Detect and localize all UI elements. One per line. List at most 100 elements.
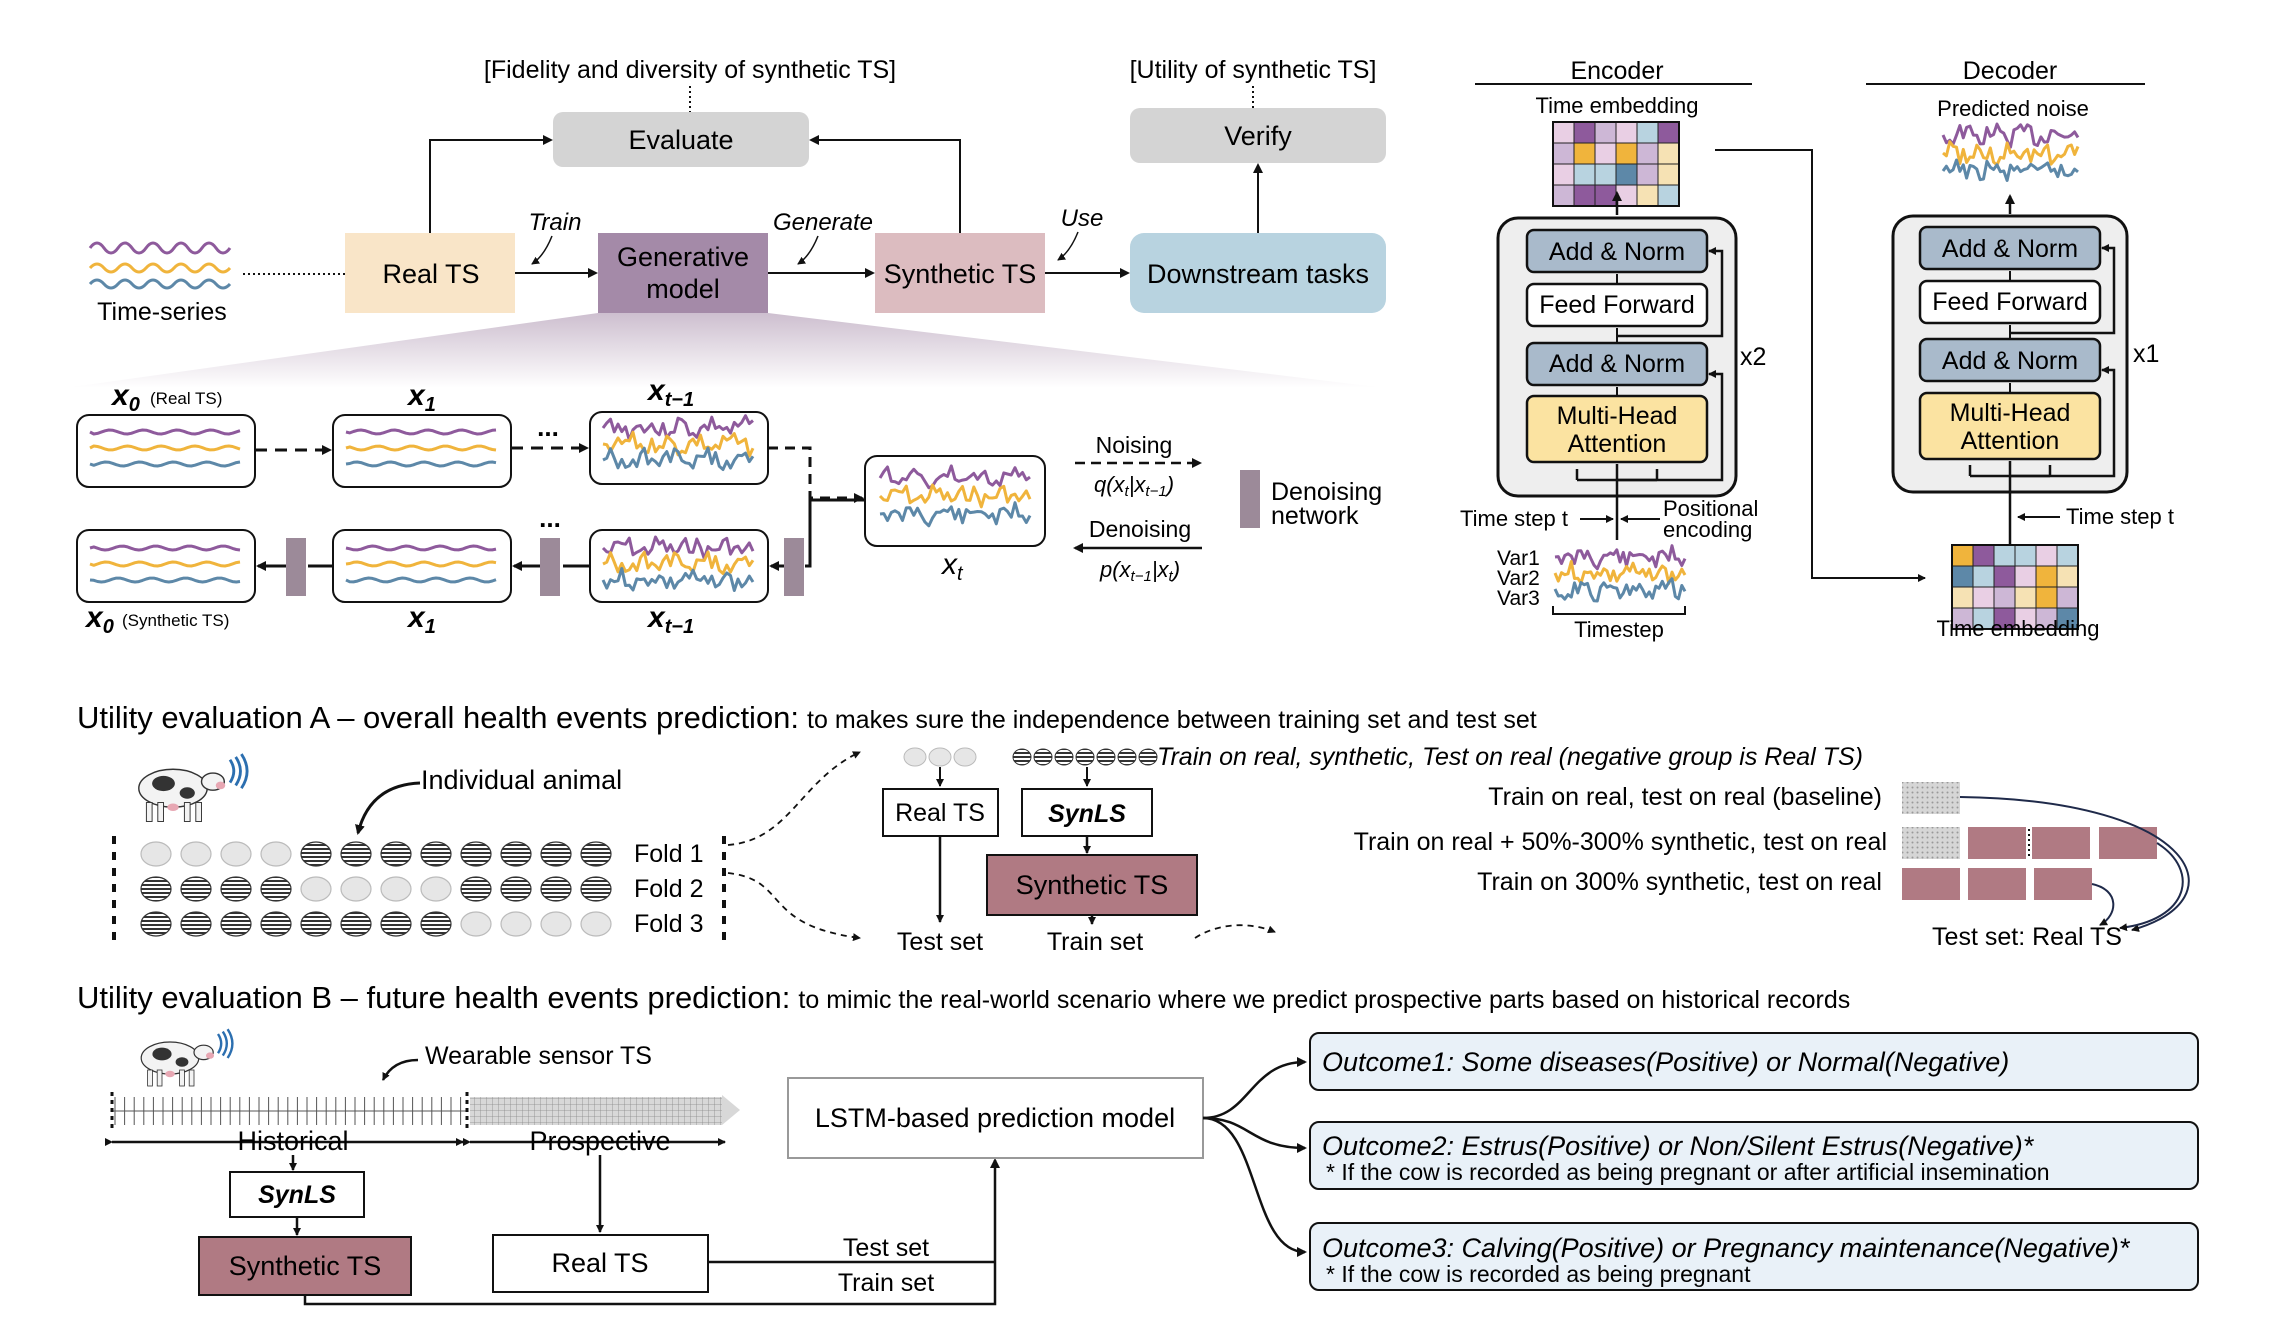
lstm-label: LSTM-based prediction model [815,1103,1175,1133]
a-row1-real [1902,782,1960,814]
b-synthetic-label: Synthetic TS [229,1251,382,1281]
outcome3-note: * If the cow is recorded as being pregna… [1326,1261,1751,1287]
a-row2: Train on real + 50%-300% synthetic, test… [1354,828,1887,856]
utility-label: [Utility of synthetic TS] [1130,56,1377,84]
embedding-cell [1657,142,1680,165]
fold-sample [260,876,292,902]
x0-real-sub: (Real TS) [150,389,222,408]
signal-wave [240,753,249,790]
eval-a-heading: Utility evaluation A – overall health ev… [77,700,1537,735]
wave-blue [879,501,1032,528]
cow-leg [179,1069,185,1087]
wave-orange [89,560,241,568]
fold-sample [340,841,372,867]
x1-bottom-label: x1 [406,601,436,638]
signal-wave [234,756,242,787]
embedding-cell [1552,163,1575,186]
fold1-label: Fold 1 [634,840,703,868]
enc-positional-1: Positional [1663,496,1758,521]
denoise-net-1 [784,538,804,596]
embedding-cell [2056,565,2079,588]
a-synthetic-label: Synthetic TS [1016,870,1169,900]
sample-dot [1033,748,1053,766]
wave-orange [345,560,497,568]
b-train-set: Train set [838,1269,934,1297]
dec-add-norm-top-label: Add & Norm [1942,235,2078,263]
a-test-real: Test set: Real TS [1932,923,2122,951]
embedding-cell [1573,142,1596,165]
downstream-label: Downstream tasks [1147,259,1369,289]
cow-spot [152,1047,172,1061]
a-train-set: Train set [1047,928,1143,956]
wave-purple [89,428,241,436]
fold-sample [300,841,332,867]
enc-repeat: x2 [1740,343,1766,371]
b-historical: Historical [237,1126,348,1156]
enc-feed-forward-label: Feed Forward [1539,291,1695,319]
fold-sample [580,911,612,937]
embedding-cell [1594,163,1617,186]
embedding-cell [1594,184,1617,207]
synthetic-ts-box [875,233,1045,313]
wave-purple [345,544,497,552]
enc-timestep: Timestep [1574,617,1664,642]
cow-leg [183,802,191,822]
cow-spot [179,787,195,799]
cow-nose [215,781,226,790]
outcome3-label: Outcome3: Calving(Positive) or Pregnancy… [1322,1233,2131,1263]
embedding-cell [1594,142,1617,165]
eval-b-heading: Utility evaluation B – future health eve… [77,980,1850,1015]
embedding-cell [1594,121,1617,144]
wave-purple [601,535,755,561]
cow-spot [152,775,175,792]
cow-udder [165,1070,175,1078]
embedding-cell [1615,142,1638,165]
fold-sample [220,911,252,937]
signal-wave [216,1033,223,1054]
embedding-cell [2014,565,2037,588]
downstream-box [1130,233,1386,313]
enc-time-embedding-label: Time embedding [1535,93,1698,118]
denoising-network-legend [1240,470,1260,528]
embedding-cell [2035,544,2058,567]
noising-formula: q(xt|xt−1) [1094,472,1174,500]
outcome2-box [1309,1121,2199,1190]
signal-wave [226,1028,234,1059]
fold-sample [380,841,412,867]
generative-model-box [598,233,768,313]
a-row2-real [1902,827,1960,859]
signal-wave [228,758,236,784]
fold-sample [540,876,572,902]
cow-leg [145,802,153,822]
embedding-cell [1657,184,1680,207]
embedding-cell [1552,121,1575,144]
fold-sample [500,876,532,902]
diffusion-waves [89,414,1032,592]
fold-sample [420,841,452,867]
fidelity-label: [Fidelity and diversity of synthetic TS] [484,56,896,84]
a-row1: Train on real, test on real (baseline) [1488,783,1882,811]
embedding-cell [1636,163,1659,186]
wave-blue [89,460,241,468]
cow-body [140,1041,200,1075]
fold-sample [180,876,212,902]
real-ts-label: Real TS [382,259,479,289]
fold-sample [460,911,492,937]
fold-sample [500,911,532,937]
outcome2-note: * If the cow is recorded as being pregna… [1326,1159,2050,1185]
embedding-border [1951,544,2079,630]
predicted-noise-waves [1941,122,2080,182]
outcome1-label: Outcome1: Some diseases(Positive) or Nor… [1322,1047,2009,1077]
denoising-label: Denoising [1089,516,1191,542]
denoising-network-2: network [1271,502,1359,530]
fold-sample [140,876,172,902]
wave-blue [1941,158,2079,182]
enc-mha-label-1: Multi-Head [1557,402,1678,430]
embedding-cell [1615,121,1638,144]
a-row2-syn-2 [2032,827,2090,859]
embedding-cell [2056,586,2079,609]
outcome2-label: Outcome2: Estrus(Positive) or Non/Silent… [1322,1131,2035,1161]
verify-box [1130,108,1386,163]
enc-var2: Var2 [1497,567,1540,590]
